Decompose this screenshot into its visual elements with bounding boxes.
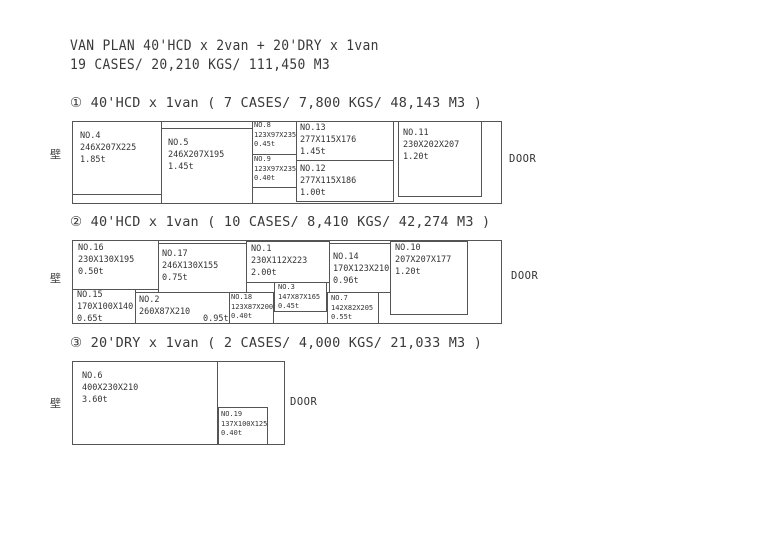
- case-no1-label: NO.1 230X112X223 2.00t: [251, 244, 308, 278]
- case-no17-label: NO.17 246X130X155 0.75t: [162, 249, 219, 283]
- case-no16-label: NO.16 230X130X195 0.50t: [78, 243, 135, 277]
- case-no11-label: NO.11 230X202X207 1.20t: [403, 128, 460, 162]
- case-no10: [390, 241, 468, 315]
- door-label-2: DOOR: [511, 270, 539, 282]
- case-no8-label: NO.8 123X97X235 0.45t: [254, 121, 297, 148]
- wall-label-3: 壁: [50, 397, 61, 410]
- case-no10-label: NO.10 207X207X177 1.20t: [395, 243, 452, 277]
- case-no13-label: NO.13 277X115X176 1.45t: [300, 123, 357, 157]
- case-no7-label: NO.7 142X82X205 0.55t: [331, 294, 374, 321]
- case-no9-label: NO.9 123X97X235 0.40t: [254, 155, 297, 182]
- door-label-1: DOOR: [509, 153, 537, 165]
- case-no6-label: NO.6 400X230X210 3.60t: [82, 371, 139, 405]
- section-2-title: ② 40'HCD x 1van ( 10 CASES/ 8,410 KGS/ 4…: [70, 214, 491, 230]
- case-no19-label: NO.19 137X100X125 0.40t: [221, 410, 268, 437]
- case-no4-label: NO.4 246X207X225 1.85t: [80, 131, 137, 165]
- case-no2-label: NO.2 260X87X210: [139, 295, 191, 317]
- case-no15-label: NO.15 170X100X140 0.65t: [77, 290, 134, 324]
- wall-label-1: 壁: [50, 148, 61, 161]
- case-no11: [398, 121, 482, 197]
- case-no12-label: NO.12 277X115X186 1.00t: [300, 164, 357, 198]
- case-no3: [274, 282, 327, 312]
- section-1-title: ① 40'HCD x 1van ( 7 CASES/ 7,800 KGS/ 48…: [70, 95, 483, 111]
- case-no3-label: NO.3 147X87X165 0.45t: [278, 283, 321, 310]
- case-no12: [296, 160, 394, 202]
- wall-label-2: 壁: [50, 272, 61, 285]
- case-no7: [327, 292, 379, 324]
- section-3-title: ③ 20'DRY x 1van ( 2 CASES/ 4,000 KGS/ 21…: [70, 335, 483, 351]
- case-no6: [72, 361, 218, 445]
- case-no14-label: NO.14 170X123X210 0.96t: [333, 252, 390, 286]
- plan-title: VAN PLAN 40'HCD x 2van + 20'DRY x 1van: [70, 38, 379, 55]
- plan-summary: 19 CASES/ 20,210 KGS/ 111,450 M3: [70, 57, 331, 74]
- case-no5-label: NO.5 246X207X195 1.45t: [168, 138, 225, 172]
- door-label-3: DOOR: [290, 396, 318, 408]
- case-no18: [229, 292, 274, 324]
- case-no2-weight: 0.95t: [203, 314, 229, 324]
- case-no18-label: NO.18 123X87X200 0.40t: [231, 293, 274, 320]
- case-no19: [218, 407, 268, 445]
